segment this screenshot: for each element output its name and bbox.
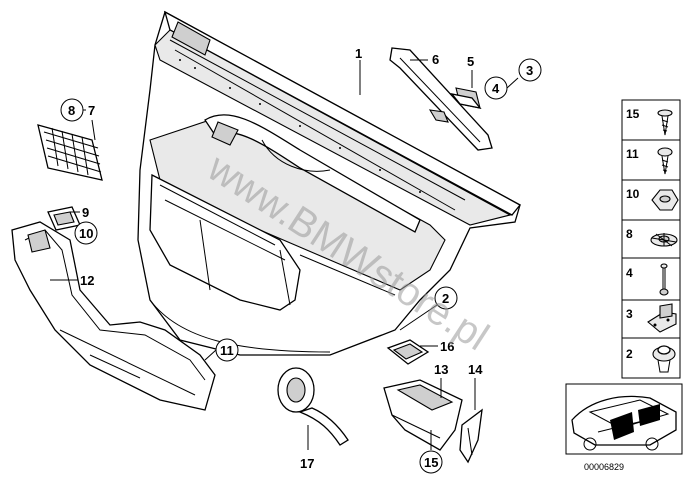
callout-label: 5 — [467, 54, 474, 69]
expanding-rivet-icon — [652, 345, 676, 373]
callout-label: 14 — [468, 362, 483, 377]
legend-label: 10 — [626, 187, 640, 201]
callout-label: 8 — [68, 103, 75, 118]
speaker-grille-part — [37, 124, 103, 181]
legend-row: 2 — [626, 345, 676, 373]
legend-row: 10 — [626, 187, 679, 211]
callout-group: 1 6 5 4 3 8 7 9 10 12 2 16 11 13 14 — [50, 46, 542, 474]
bracket-icon — [647, 303, 677, 333]
armrest-trim-part — [11, 221, 216, 411]
callout-label: 12 — [80, 273, 94, 288]
tape-roll-part — [277, 367, 349, 446]
callout-label: 17 — [300, 456, 314, 471]
legend-label: 11 — [626, 147, 639, 161]
door-trim-panel — [137, 10, 521, 356]
tray-part — [386, 339, 430, 365]
legend-row: 11 — [626, 147, 673, 175]
legend-label: 3 — [626, 307, 633, 321]
callout-label: 6 — [432, 52, 439, 67]
legend-label: 2 — [626, 347, 633, 361]
callout-label: 7 — [88, 103, 95, 118]
clip-icon — [650, 233, 678, 247]
drawing-number: 00006829 — [584, 462, 624, 472]
switch-part — [450, 87, 482, 109]
callout-label: 2 — [442, 291, 449, 306]
legend-row: 8 — [626, 227, 678, 247]
callout-label: 9 — [82, 205, 89, 220]
screw-icon — [657, 147, 673, 175]
legend-label: 4 — [626, 266, 633, 280]
legend-row: 4 — [626, 263, 669, 296]
legend-label: 8 — [626, 227, 633, 241]
fastener-legend: 15 11 10 8 — [621, 99, 681, 379]
callout-label: 3 — [526, 63, 533, 78]
pin-icon — [659, 263, 669, 296]
legend-row: 3 — [626, 303, 677, 333]
storage-box-part — [383, 379, 463, 451]
wedge-part — [459, 408, 483, 464]
vehicle-locator-thumbnail — [565, 383, 683, 455]
callout-label: 15 — [424, 455, 438, 470]
legend-label: 15 — [626, 107, 640, 121]
callout-label: 11 — [220, 343, 234, 358]
legend-row: 15 — [626, 107, 673, 136]
callout-label: 10 — [79, 226, 93, 241]
nut-icon — [651, 189, 679, 211]
grab-handle-part — [389, 47, 493, 151]
callout-label: 16 — [440, 339, 454, 354]
screw-icon — [657, 109, 673, 136]
callout-label: 13 — [434, 362, 448, 377]
callout-label: 4 — [492, 81, 500, 96]
callout-label: 1 — [355, 46, 362, 61]
clip-part — [47, 206, 81, 231]
